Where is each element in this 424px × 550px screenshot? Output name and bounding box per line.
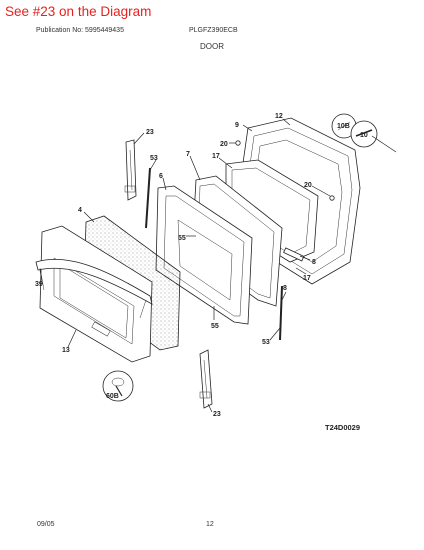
side-channel-left-part xyxy=(145,167,151,229)
callout-55-bottom: 55 xyxy=(211,323,219,330)
model-number: PLGFZ390ECB xyxy=(189,27,238,34)
callout-17-top: 17 xyxy=(212,153,220,160)
section-title: DOOR xyxy=(200,42,224,51)
callout-6: 6 xyxy=(159,173,163,180)
side-channel-right-part xyxy=(279,285,283,341)
callout-20-side: 20 xyxy=(304,182,312,189)
screw-20-side-icon xyxy=(329,195,335,201)
callout-9: 9 xyxy=(235,122,239,129)
callout-20-top: 20 xyxy=(220,141,228,148)
callout-10: 10 xyxy=(360,132,368,139)
callout-53-top: 53 xyxy=(150,155,158,162)
callout-8-top: 8 xyxy=(312,259,316,266)
screw-20-top-icon xyxy=(235,140,241,146)
footer-date: 09/05 xyxy=(37,521,55,528)
callout-60b: 60B xyxy=(106,393,119,400)
page-number: 12 xyxy=(206,521,214,528)
callout-13: 13 xyxy=(62,347,70,354)
callout-7: 7 xyxy=(186,151,190,158)
callout-23-top: 23 xyxy=(146,129,154,136)
hinge-top-part xyxy=(124,139,137,201)
door-handle-part xyxy=(35,258,153,319)
callout-39: 39 xyxy=(35,281,43,288)
glass-clip-part xyxy=(283,247,305,262)
outer-door-panel-part xyxy=(39,225,153,363)
publication-number: Publication No: 5995449435 xyxy=(36,27,124,34)
screw-detail-10-icon xyxy=(350,120,397,153)
callout-17-bottom: 17 xyxy=(303,275,311,282)
screw-detail-60b-icon xyxy=(102,370,134,402)
figure-code: T24D0029 xyxy=(325,423,361,432)
leader-lines xyxy=(39,118,331,413)
callout-23-bottom: 23 xyxy=(213,411,221,418)
callout-12: 12 xyxy=(275,113,283,120)
callout-55-top: 55 xyxy=(178,235,186,242)
hinge-bottom-part xyxy=(199,349,213,409)
callout-8-bottom: 8 xyxy=(283,285,287,292)
callout-53-bottom: 53 xyxy=(262,339,270,346)
callout-4: 4 xyxy=(78,207,82,214)
diagram-note: See #23 on the Diagram xyxy=(5,4,152,19)
callout-10b: 10B xyxy=(337,123,350,130)
screw-detail-10b-icon xyxy=(331,113,357,139)
